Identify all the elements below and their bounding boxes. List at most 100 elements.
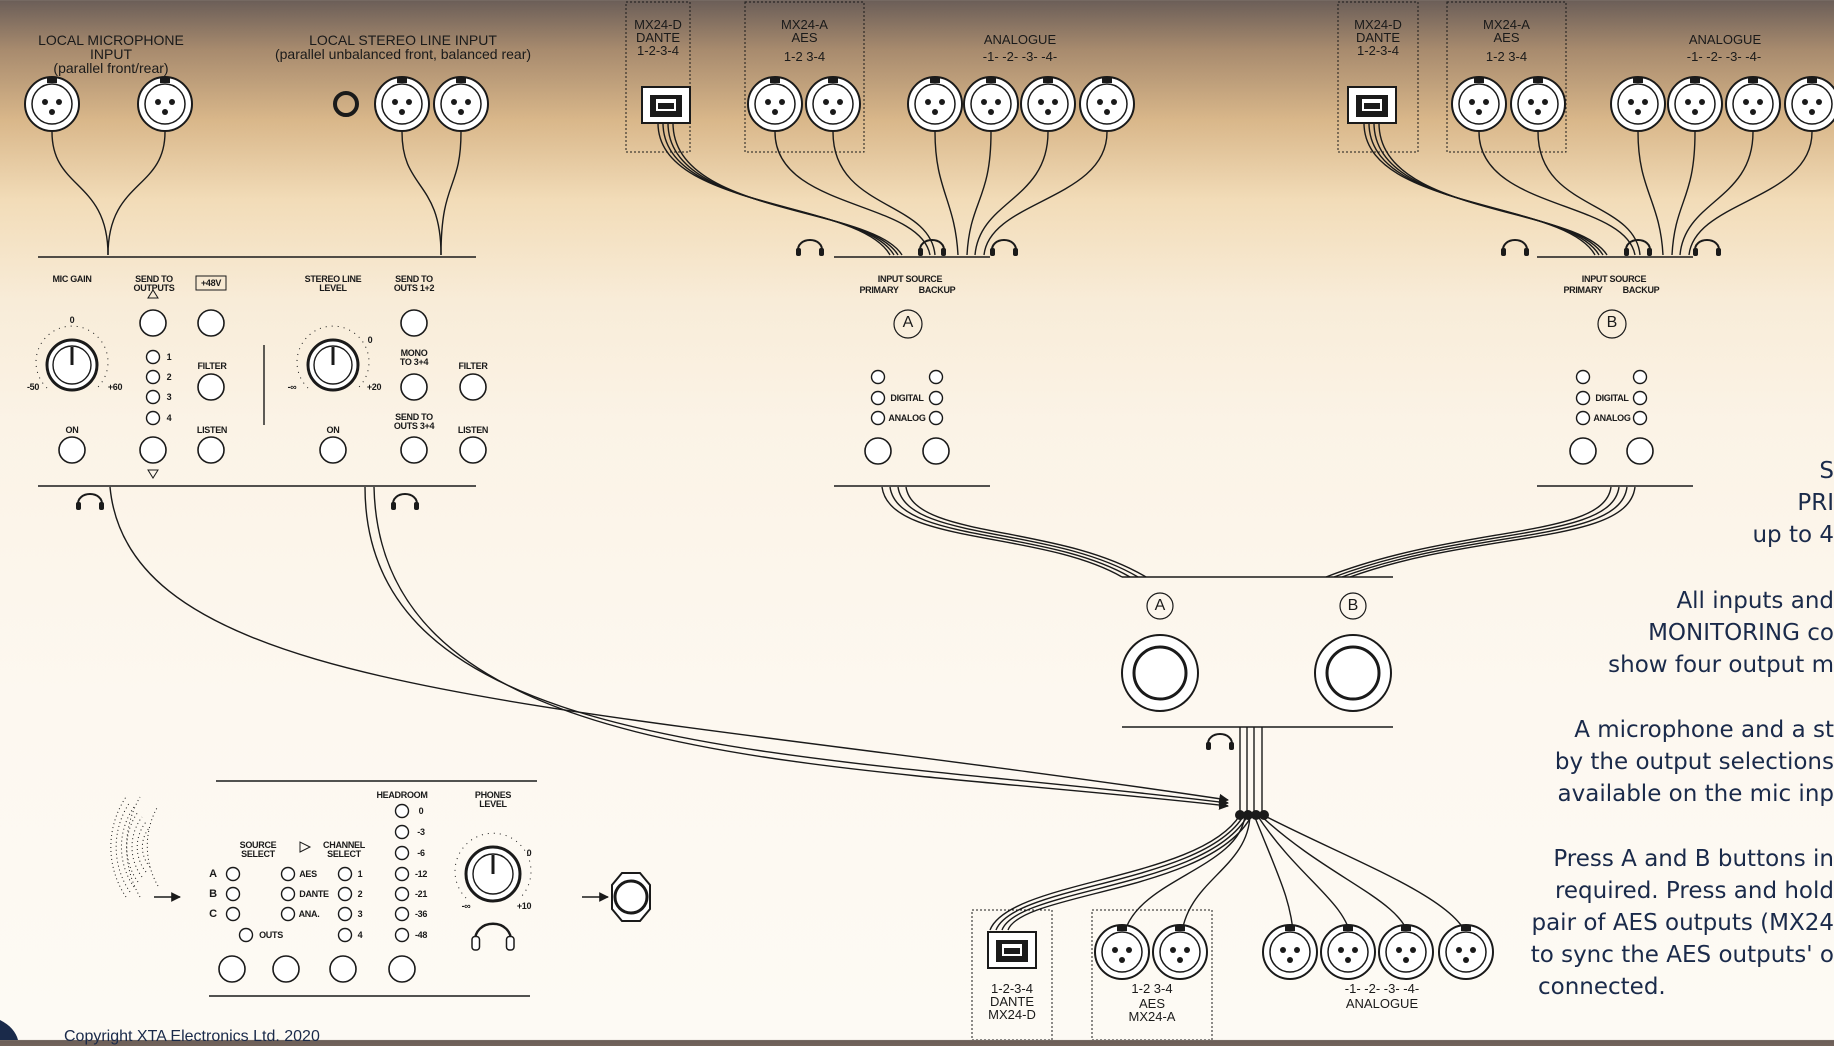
out-4-label: 4 xyxy=(166,413,172,423)
input-source-a-primary: PRIMARY xyxy=(859,285,899,295)
listen2-label: LISTEN xyxy=(457,425,489,435)
analogue-b-channels: -1- -2- -3- -4- xyxy=(1686,49,1762,64)
aes-a-label: MX24-A AES xyxy=(781,17,828,45)
phones-zero: 0 xyxy=(526,848,532,858)
hr-21: -21 xyxy=(414,889,428,899)
note-line-13: to sync the AES outputs' o xyxy=(1530,942,1834,968)
input-source-a-backup: BACKUP xyxy=(918,285,956,295)
send-to-outputs-label: SEND TO OUTPUTS xyxy=(133,274,175,293)
outs-label: OUTS xyxy=(259,930,283,940)
stereo-knob-min: -∞ xyxy=(287,382,297,392)
note-line-1: S xyxy=(1819,458,1834,484)
local-line-sub: (parallel unbalanced front, balanced rea… xyxy=(274,46,532,62)
hr-36: -36 xyxy=(414,909,428,919)
mono-to34-label: MONO TO 3+4 xyxy=(399,348,429,367)
dante-label: DANTE xyxy=(299,889,329,899)
bottom-outputs xyxy=(971,909,1494,1040)
cables-long xyxy=(109,486,1469,941)
dante-b-label: MX24-D DANTE 1-2-3-4 xyxy=(1354,17,1402,58)
hr-6: -6 xyxy=(417,848,425,858)
ch-3-label: 3 xyxy=(357,909,363,919)
hr-48: -48 xyxy=(414,930,428,940)
headroom-label: HEADROOM xyxy=(376,790,428,800)
stereo-on-label: ON xyxy=(326,425,340,435)
mic-on-label: ON xyxy=(65,425,79,435)
phantom-label: +48V xyxy=(200,278,222,288)
local-line-label: LOCAL STEREO LINE INPUT xyxy=(309,32,497,48)
ch-1-label: 1 xyxy=(357,869,363,879)
note-line-7: A microphone and a st xyxy=(1574,717,1834,743)
out-3-label: 3 xyxy=(166,392,172,402)
local-line-title: LOCAL STEREO LINE INPUT(parallel unbalan… xyxy=(268,33,538,61)
input-source-a-title: INPUT SOURCE xyxy=(877,274,943,284)
ana-label: ANA. xyxy=(298,909,320,919)
bottom-analogue-label: ANALOGUE xyxy=(1345,996,1419,1011)
src-c-label: C xyxy=(209,908,217,920)
aes-label: AES xyxy=(299,869,317,879)
mic-gain-label: MIC GAIN xyxy=(52,274,92,284)
note-line-12: pair of AES outputs (MX24 xyxy=(1531,910,1834,936)
bottom-aes-channels: 1-2 3-4 xyxy=(1131,981,1173,996)
local-mic-title: LOCAL MICROPHONE INPUT(parallel front/re… xyxy=(16,33,206,75)
mic-knob-min: -50 xyxy=(26,382,40,392)
aes-b-channels: 1-2 3-4 xyxy=(1485,49,1528,64)
analogue-a-label: ANALOGUE xyxy=(983,32,1057,47)
hr-3: -3 xyxy=(417,827,425,837)
ab-block-b-label: B xyxy=(1347,597,1359,614)
local-input-panel xyxy=(35,256,487,487)
note-line-14: connected. xyxy=(1538,974,1666,1000)
stereo-knob-max: +20 xyxy=(366,382,382,392)
local-mic-label: LOCAL MICROPHONE INPUT xyxy=(38,32,184,62)
listen-label: LISTEN xyxy=(196,425,228,435)
analogue-b-label: ANALOGUE xyxy=(1688,32,1762,47)
note-line-4: All inputs and xyxy=(1676,588,1834,614)
send-outs34-label: SEND TO OUTS 3+4 xyxy=(393,412,435,431)
input-source-b-primary: PRIMARY xyxy=(1563,285,1603,295)
aes-a-channels: 1-2 3-4 xyxy=(783,49,826,64)
mic-knob-max: +60 xyxy=(107,382,123,392)
bottom-aes-label: AES MX24-A xyxy=(1128,996,1176,1024)
dante-a-label: MX24-D DANTE 1-2-3-4 xyxy=(634,17,682,58)
filter2-label: FILTER xyxy=(458,361,488,371)
input-source-b-analog: ANALOG xyxy=(1593,413,1631,423)
mic-knob-zero: 0 xyxy=(69,315,75,325)
copyright: Copyright XTA Electronics Ltd. 2020 xyxy=(64,1028,320,1045)
send-outs12-label: SEND TO OUTS 1+2 xyxy=(393,274,435,293)
phones-max: +10 xyxy=(516,901,532,911)
ch-4-label: 4 xyxy=(357,930,363,940)
note-line-6: show four output m xyxy=(1608,652,1834,678)
note-line-5: MONITORING co xyxy=(1648,620,1834,646)
note-line-10: Press A and B buttons in xyxy=(1553,846,1834,872)
bottom-analogue-channels: -1- -2- -3- -4- xyxy=(1344,981,1420,996)
src-b-label: B xyxy=(209,888,217,900)
monitoring-panel xyxy=(110,780,651,997)
hr-0: 0 xyxy=(418,806,424,816)
ch-2-label: 2 xyxy=(357,889,363,899)
input-source-b-backup: BACKUP xyxy=(1622,285,1660,295)
stereo-knob-zero: 0 xyxy=(367,335,373,345)
note-line-11: required. Press and hold xyxy=(1554,878,1834,904)
aes-b-label: MX24-A AES xyxy=(1483,17,1530,45)
analogue-a-channels: -1- -2- -3- -4- xyxy=(982,49,1058,64)
input-source-a-digital: DIGITAL xyxy=(890,393,924,403)
note-line-3: up to 4 xyxy=(1752,522,1834,548)
channel-select-label: CHANNEL SELECT xyxy=(323,840,365,859)
out-2-label: 2 xyxy=(166,372,172,382)
stereo-level-label: STEREO LINE LEVEL xyxy=(304,274,362,293)
out-1-label: 1 xyxy=(166,352,172,362)
note-line-9: available on the mic inp xyxy=(1557,781,1834,807)
filter-label: FILTER xyxy=(197,361,227,371)
source-select-label: SOURCE SELECT xyxy=(239,840,277,859)
input-source-b-panel xyxy=(1537,256,1693,487)
note-line-2: PRI xyxy=(1797,490,1834,516)
cables-top xyxy=(51,122,1813,256)
src-a-label: A xyxy=(209,868,217,880)
ab-switch-block xyxy=(1121,576,1393,728)
input-source-a-badge: A xyxy=(902,314,914,331)
cables-mid xyxy=(881,486,1636,578)
hr-12: -12 xyxy=(414,869,428,879)
input-source-a-analog: ANALOG xyxy=(888,413,926,423)
bottom-dante-label: 1-2-3-4 DANTE MX24-D xyxy=(988,981,1036,1022)
note-line-8: by the output selections xyxy=(1554,749,1834,775)
